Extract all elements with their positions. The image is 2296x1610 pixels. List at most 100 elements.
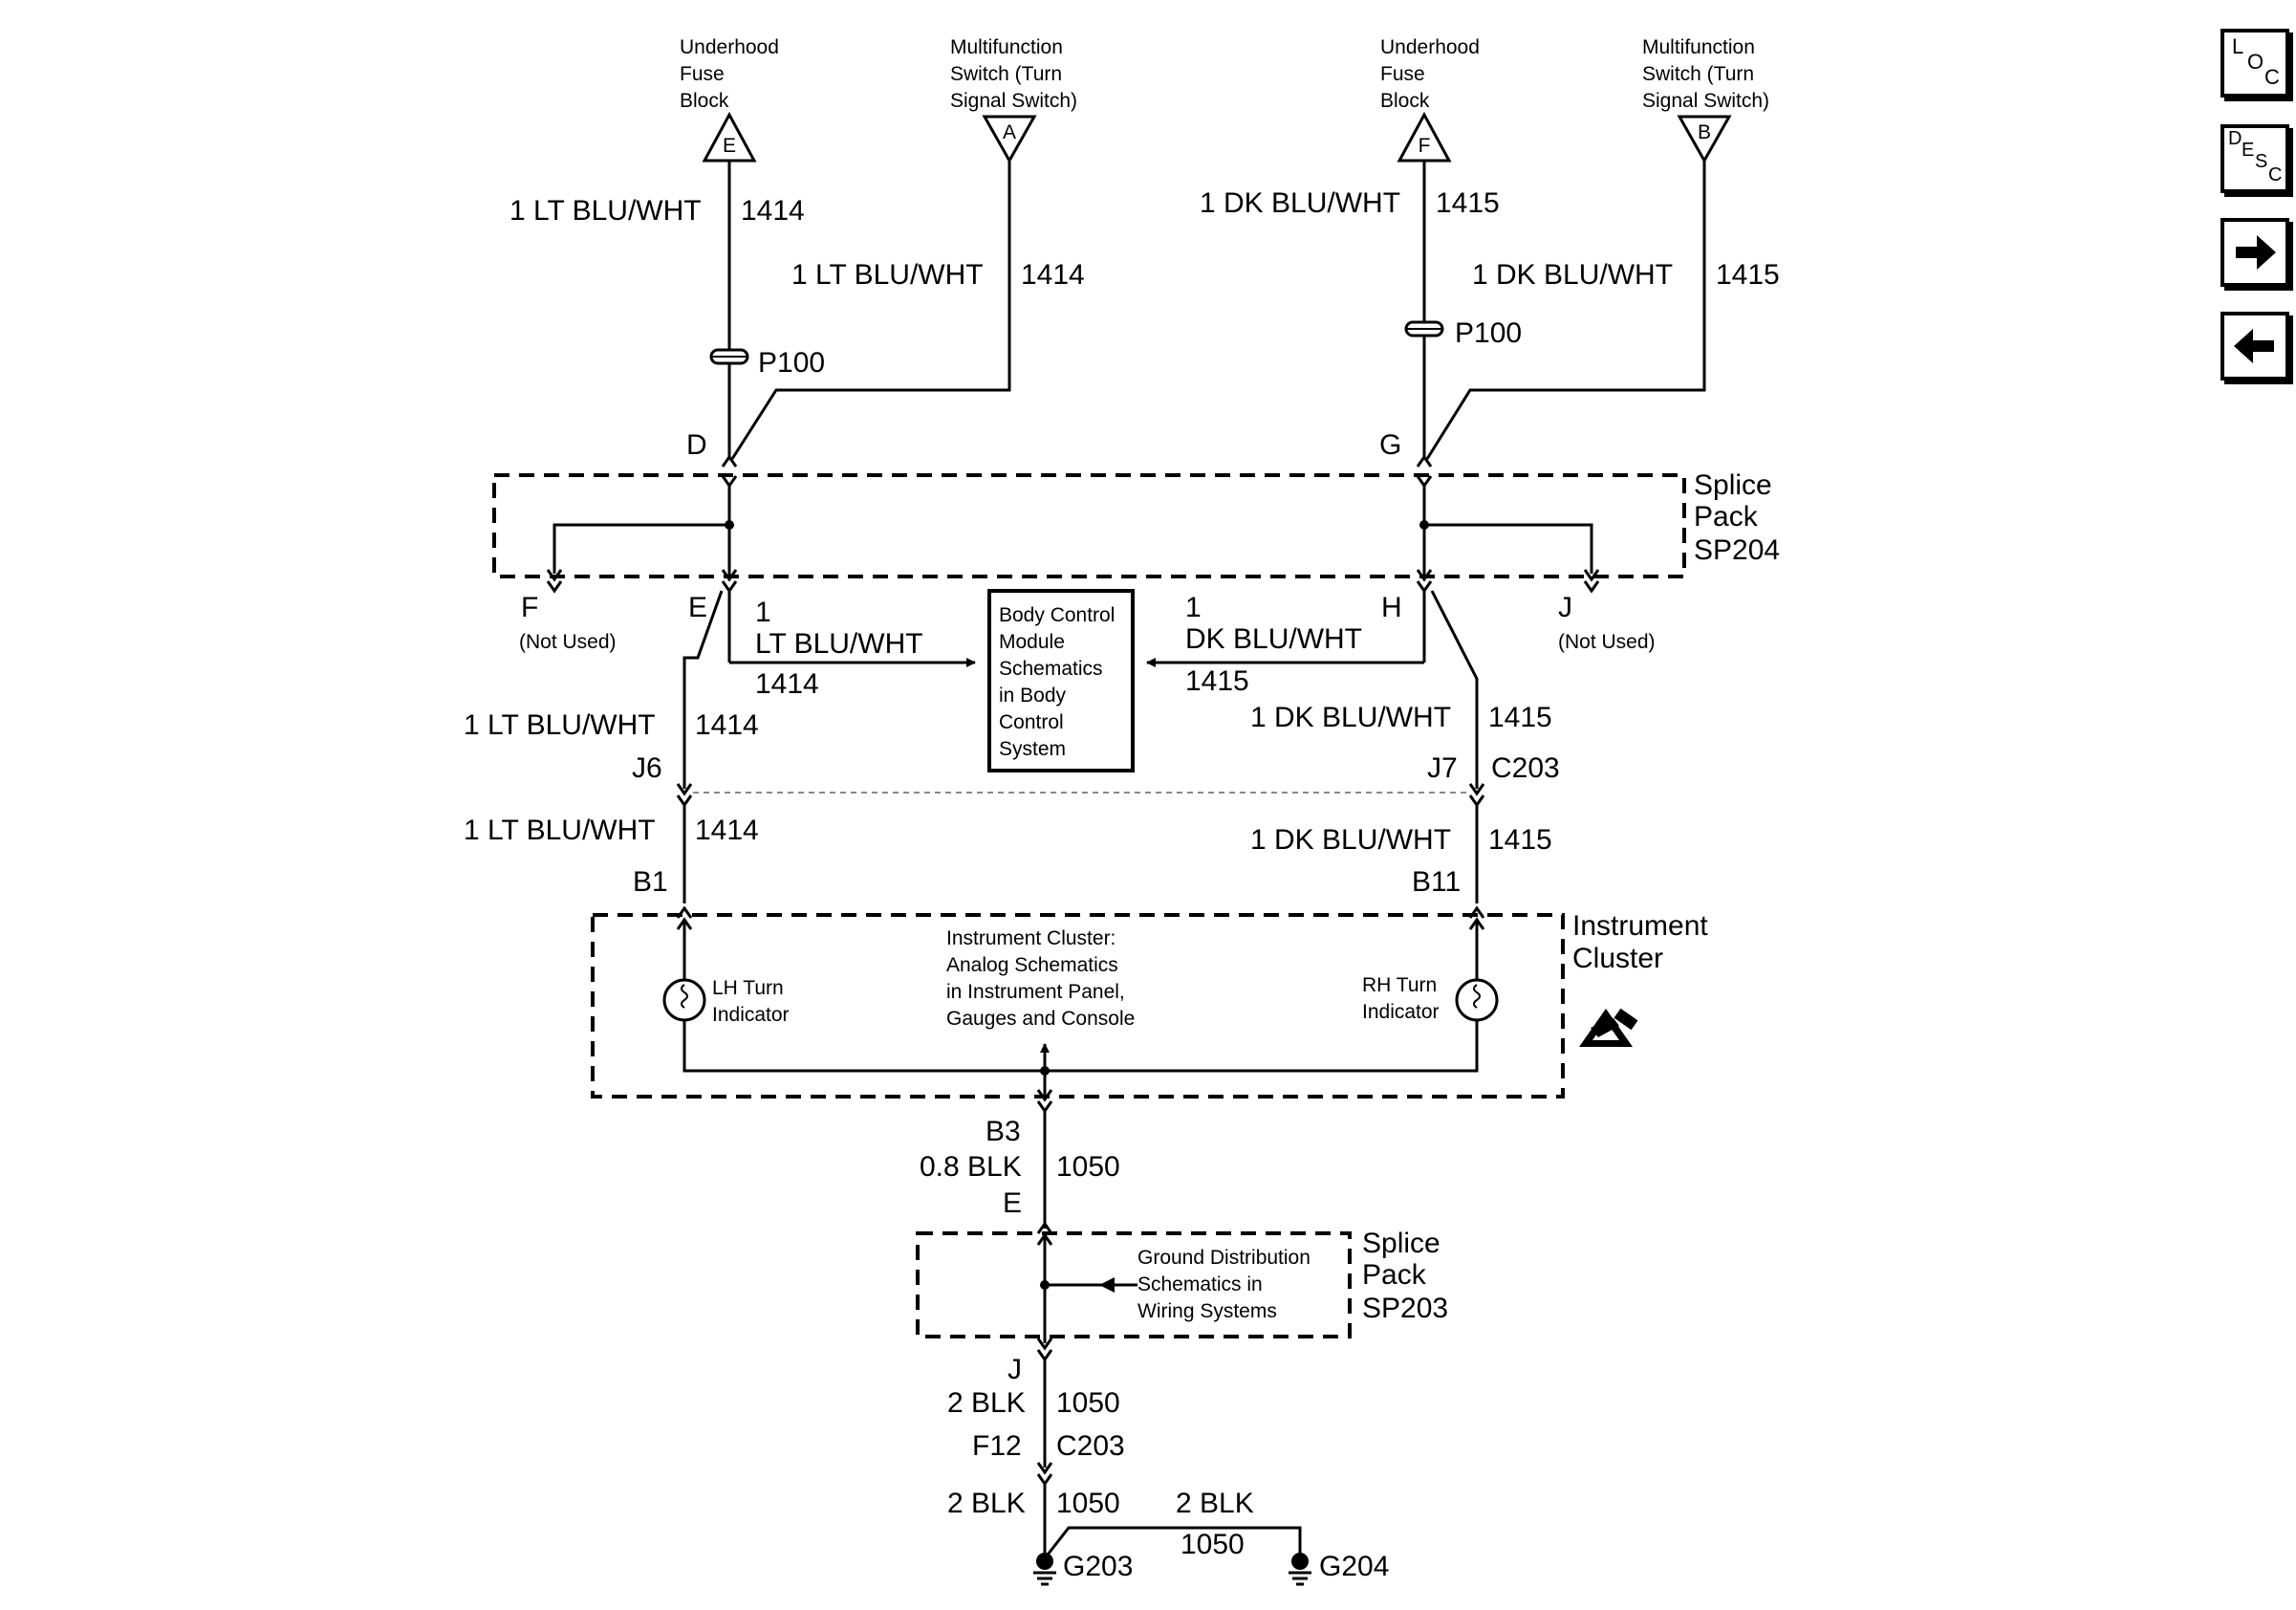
- loc-letter-l: L: [2232, 34, 2244, 58]
- rh-turn-line1: RH Turn: [1362, 974, 1437, 996]
- mfs-a-pin: A: [1003, 121, 1016, 143]
- bcm-left-circuit: 1414: [755, 668, 819, 700]
- ufb-e-line2: Fuse: [680, 63, 725, 85]
- pin-g: G: [1379, 429, 1401, 461]
- wire12-circuit: 1050: [1180, 1529, 1245, 1560]
- loc-letter-c: C: [2264, 65, 2280, 89]
- upper-wiring: [709, 161, 1706, 489]
- p100-left-symbol: [709, 348, 749, 365]
- cluster-center-3: in Instrument Panel,: [946, 981, 1125, 1003]
- p100-left-label: P100: [758, 347, 825, 379]
- wire10-color: 2 BLK: [947, 1387, 1026, 1419]
- bcm-right-size: 1: [1185, 592, 1202, 623]
- underhood-fuse-block-f: Underhood Fuse Block F: [1380, 36, 1480, 163]
- ufb-e-line1: Underhood: [680, 36, 779, 58]
- arrow-right-icon: [2236, 235, 2276, 270]
- location-button[interactable]: L O C: [2220, 29, 2289, 98]
- c203-label-bottom: C203: [1056, 1430, 1125, 1462]
- sp204-title-3: SP204: [1694, 534, 1780, 566]
- splice-pack-sp204: [492, 473, 1686, 594]
- wire4-color: 1 DK BLU/WHT: [1472, 259, 1673, 291]
- previous-button[interactable]: [2220, 312, 2289, 381]
- sp204-pin-f: F: [521, 592, 538, 623]
- wire2-color: 1 LT BLU/WHT: [791, 259, 984, 291]
- description-button[interactable]: D E S C: [2220, 124, 2289, 193]
- sp204-pin-e: E: [688, 592, 707, 623]
- cluster-center-4: Gauges and Console: [946, 1008, 1135, 1030]
- cluster-center-2: Analog Schematics: [946, 954, 1118, 976]
- bcm-left-color: LT BLU/WHT: [755, 628, 923, 660]
- sp203-title-2: Pack: [1362, 1259, 1427, 1291]
- ground-dist-line1: Ground Distribution: [1137, 1247, 1310, 1269]
- mfs-b-line2: Switch (Turn: [1642, 63, 1754, 85]
- bcm-box: [987, 589, 1135, 772]
- multifunction-switch-b: Multifunction Switch (Turn Signal Switch…: [1642, 36, 1769, 164]
- bcm-left-size: 1: [755, 597, 771, 628]
- mfs-a-line1: Multifunction: [950, 36, 1063, 58]
- multifunction-switch-a: Multifunction Switch (Turn Signal Switch…: [950, 36, 1077, 164]
- c203-label-top: C203: [1491, 752, 1560, 784]
- wire9-circuit: 1050: [1056, 1151, 1120, 1183]
- ufb-f-line2: Fuse: [1380, 63, 1425, 85]
- wire5-color: 1 LT BLU/WHT: [464, 709, 656, 741]
- wire3-color: 1 DK BLU/WHT: [1200, 187, 1400, 219]
- bcm-line6: System: [999, 738, 1066, 760]
- mfs-a-line2: Switch (Turn: [950, 63, 1062, 85]
- wire4-circuit: 1415: [1716, 259, 1780, 291]
- bcm-right-circuit: 1415: [1185, 665, 1249, 697]
- sp204-title-1: Splice: [1694, 469, 1772, 501]
- ground-g204-icon: [1289, 1553, 1311, 1586]
- ground-dist-line3: Wiring Systems: [1137, 1300, 1277, 1322]
- bcm-line5: Control: [999, 711, 1064, 733]
- pin-b11: B11: [1412, 866, 1461, 898]
- pin-b3: B3: [986, 1116, 1021, 1147]
- mfs-b-pin: B: [1698, 121, 1711, 143]
- mfs-a-triangle: [982, 115, 1037, 164]
- pin-j7: J7: [1427, 752, 1458, 784]
- p100-right-label: P100: [1455, 317, 1522, 349]
- desc-letter-d: D: [2228, 128, 2242, 149]
- next-button[interactable]: [2220, 218, 2289, 287]
- wire7-circuit: 1414: [695, 815, 759, 846]
- sp203-title-3: SP203: [1362, 1293, 1448, 1324]
- ufb-f-line3: Block: [1380, 90, 1430, 112]
- bcm-line4: in Body: [999, 685, 1067, 707]
- instrument-cluster: [591, 905, 1638, 1114]
- pin-j-ground: J: [1007, 1354, 1022, 1385]
- sp203-title-1: Splice: [1362, 1228, 1440, 1259]
- pin-j-not-used: (Not Used): [1558, 631, 1656, 653]
- wire11-color: 2 BLK: [947, 1488, 1026, 1519]
- sp204-pin-h: H: [1381, 592, 1402, 623]
- esd-caution-icon: [1579, 1008, 1638, 1047]
- rh-turn-line2: Indicator: [1362, 1001, 1440, 1023]
- wire10-circuit: 1050: [1056, 1387, 1120, 1419]
- cluster-title-2: Cluster: [1572, 943, 1663, 974]
- sp204-pin-j: J: [1558, 592, 1572, 623]
- ground-wiring: [916, 1111, 1352, 1586]
- wire9-color: 0.8 BLK: [920, 1151, 1022, 1183]
- wire8-circuit: 1415: [1488, 824, 1552, 856]
- desc-letter-c: C: [2268, 164, 2283, 185]
- underhood-fuse-block-e: Underhood Fuse Block E: [680, 36, 779, 163]
- desc-letter-s: S: [2255, 151, 2268, 172]
- sp203-boundary: [916, 1231, 1352, 1338]
- ground-g203-icon: [1033, 1553, 1056, 1586]
- bcm-line2: Module: [999, 631, 1065, 653]
- wire11-circuit: 1050: [1056, 1488, 1120, 1519]
- pin-f-not-used: (Not Used): [519, 631, 617, 653]
- pin-d: D: [686, 429, 707, 461]
- sp204-title-2: Pack: [1694, 501, 1759, 533]
- pin-b1: B1: [633, 866, 668, 898]
- wire5-circuit: 1414: [695, 709, 759, 741]
- wire6-circuit: 1415: [1488, 702, 1552, 733]
- mfs-b-line3: Signal Switch): [1642, 90, 1769, 112]
- wire12-color: 2 BLK: [1176, 1488, 1254, 1519]
- ufb-e-pin: E: [723, 135, 736, 157]
- ground-dist-line2: Schematics in: [1137, 1273, 1263, 1295]
- wire8-color: 1 DK BLU/WHT: [1250, 824, 1451, 856]
- pin-e-ground: E: [1003, 1187, 1022, 1219]
- cluster-center-1: Instrument Cluster:: [946, 927, 1116, 949]
- ufb-e-line3: Block: [680, 90, 729, 112]
- ground-g203-label: G203: [1063, 1551, 1133, 1582]
